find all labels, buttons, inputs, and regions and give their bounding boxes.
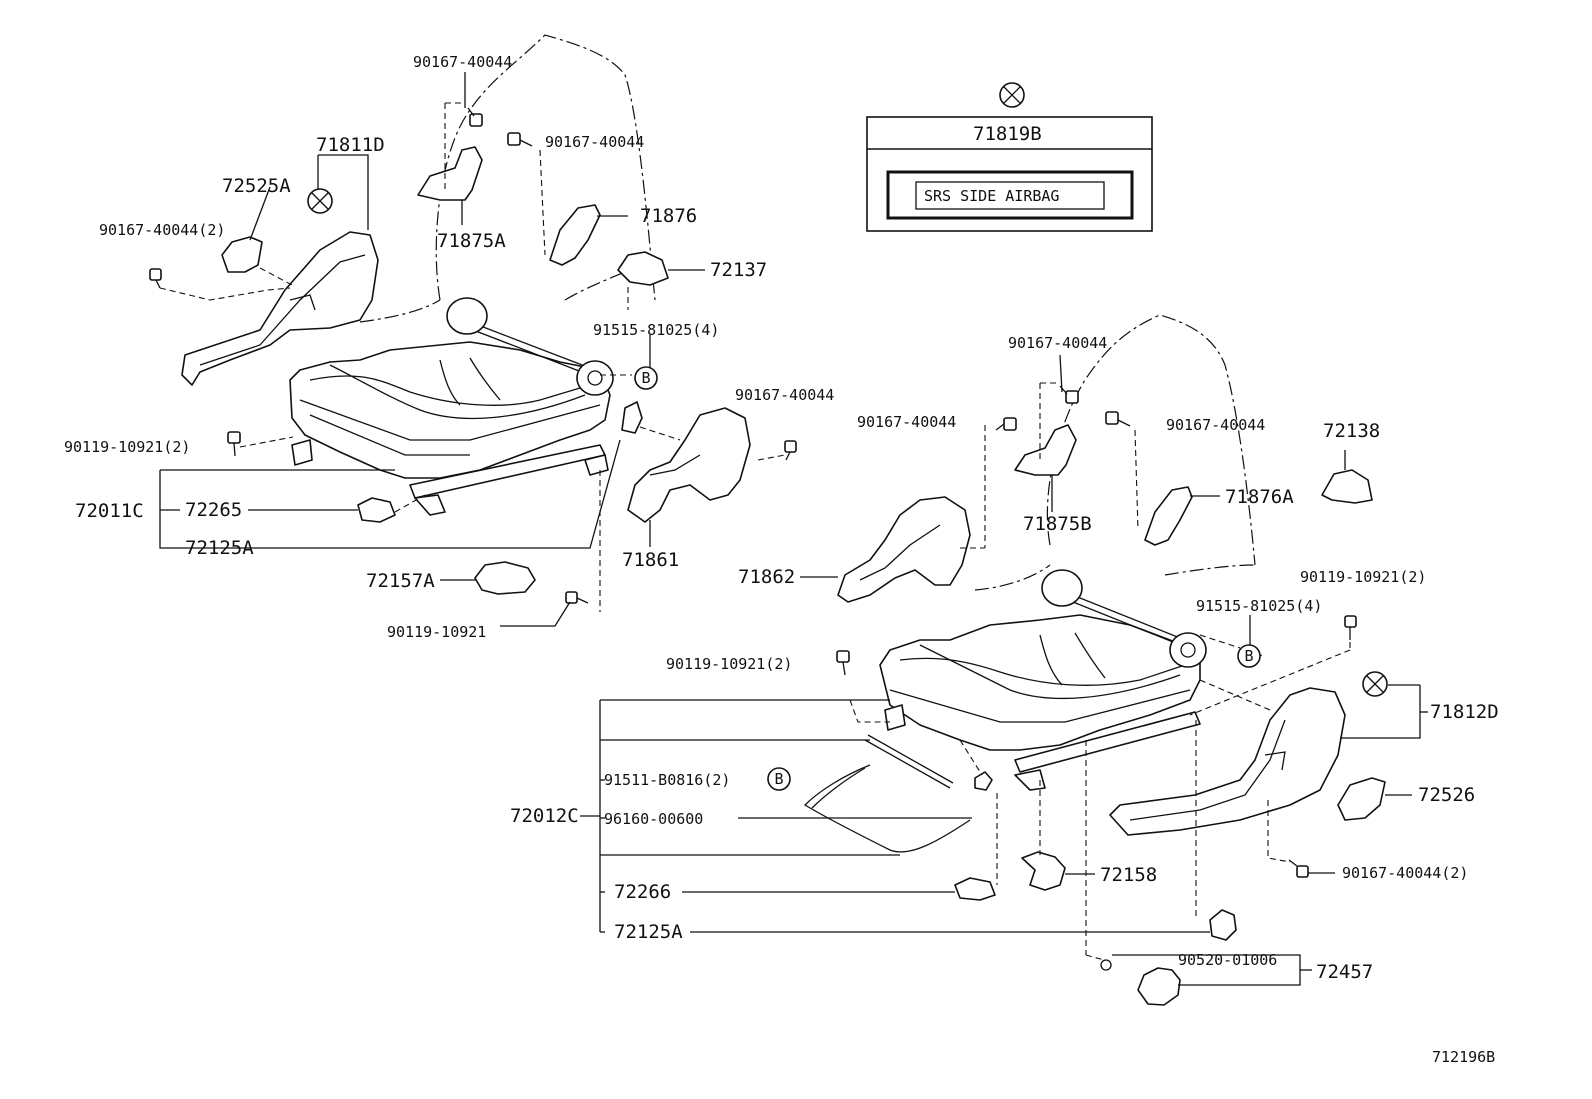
callout-91511-B0816-2: 91511-B0816(2) xyxy=(604,771,730,789)
callout-71876: 71876 xyxy=(640,205,697,227)
callout-72012C: 72012C xyxy=(510,805,579,827)
inner-shield-71862 xyxy=(837,496,971,603)
bolt-icon xyxy=(1344,615,1357,640)
callout-90167-40044: 90167-40044 xyxy=(735,386,834,404)
callout-90167-40044: 90167-40044 xyxy=(1008,334,1107,352)
cover-72525A xyxy=(221,236,263,273)
figure-id: 712196B xyxy=(1432,1048,1495,1066)
wire-96160-00600 xyxy=(803,764,971,853)
callout-72266: 72266 xyxy=(614,881,671,903)
left-leader-lines xyxy=(159,72,786,627)
callout-96160-00600: 96160-00600 xyxy=(604,810,703,828)
callout-90167-40044: 90167-40044 xyxy=(1166,416,1265,434)
callout-90119-10921-2: 90119-10921(2) xyxy=(64,438,190,456)
callout-72158: 72158 xyxy=(1100,864,1157,886)
callout-71862: 71862 xyxy=(738,566,795,588)
ref-b-marker: B xyxy=(767,767,791,791)
airbag-label-text: SRS SIDE AIRBAG xyxy=(924,187,1059,205)
callout-72525A: 72525A xyxy=(222,175,291,197)
bolt-icon xyxy=(1105,411,1131,427)
right-seat-assembly xyxy=(803,314,1386,1006)
cover-72138 xyxy=(1321,469,1373,504)
callout-71875A: 71875A xyxy=(437,230,506,252)
callout-90167-40044: 90167-40044 xyxy=(857,413,956,431)
left-seat-assembly xyxy=(149,34,797,604)
callout-90119-10921-2: 90119-10921(2) xyxy=(1300,568,1426,586)
bolt-icon xyxy=(995,417,1017,431)
bracket-71875B xyxy=(1014,424,1077,476)
bolt-icon xyxy=(1288,859,1309,878)
bracket-71875A xyxy=(417,146,483,201)
svg-text:B: B xyxy=(641,369,650,387)
callout-72457: 72457 xyxy=(1316,961,1373,983)
airbag-label-box xyxy=(866,116,1153,232)
callout-72125A: 72125A xyxy=(614,921,683,943)
switch-72266 xyxy=(954,877,996,901)
left-seatback-outline xyxy=(435,34,656,301)
switch-72265 xyxy=(357,497,396,523)
callout-90119-10921: 90119-10921 xyxy=(387,623,486,641)
outer-shield-71811D xyxy=(181,231,379,386)
right-leader-lines xyxy=(580,354,1428,986)
bolt-icon xyxy=(149,268,162,289)
bolt-icon xyxy=(467,107,483,127)
svg-text:B: B xyxy=(1244,647,1253,665)
left-seat-frame xyxy=(289,341,611,479)
callout-71812D: 71812D xyxy=(1430,701,1499,723)
svg-text:B: B xyxy=(774,770,783,788)
cover-72157A xyxy=(474,561,536,595)
callout-72125A: 72125A xyxy=(185,537,254,559)
bolt-icon xyxy=(227,431,241,457)
ref-b-marker: B xyxy=(1237,644,1261,668)
ref-b-marker: B xyxy=(634,366,658,390)
callout-72157A: 72157A xyxy=(366,570,435,592)
cover-72158 xyxy=(1021,851,1066,891)
outer-shield-71812D xyxy=(1109,687,1346,836)
callout-71811D: 71811D xyxy=(316,134,385,156)
callout-71861: 71861 xyxy=(622,549,679,571)
callout-71819B: 71819B xyxy=(973,123,1042,145)
callout-91515-81025-4: 91515-81025(4) xyxy=(593,321,719,339)
callout-90167-40044: 90167-40044 xyxy=(545,133,644,151)
cover-71876A xyxy=(1144,486,1193,546)
cover-72526 xyxy=(1337,777,1386,821)
cover-71876 xyxy=(549,204,601,266)
bolt-icon xyxy=(507,132,533,147)
callout-71876A: 71876A xyxy=(1225,486,1294,508)
callout-71875B: 71875B xyxy=(1023,513,1092,535)
callout-72011C: 72011C xyxy=(75,500,144,522)
callout-90520-01006: 90520-01006 xyxy=(1178,951,1277,969)
bolt-icon xyxy=(836,650,850,676)
callout-72265: 72265 xyxy=(185,499,242,521)
bolt-icon xyxy=(784,440,797,461)
cover-72137 xyxy=(617,251,669,286)
inner-cover-71861 xyxy=(627,407,751,523)
bolt-icon xyxy=(1059,385,1079,404)
callout-72526: 72526 xyxy=(1418,784,1475,806)
callout-90167-40044-2: 90167-40044(2) xyxy=(1342,864,1468,882)
callout-91515-81025-4: 91515-81025(4) xyxy=(1196,597,1322,615)
callout-90167-40044: 90167-40044 xyxy=(413,53,512,71)
cross-circle-icon xyxy=(307,188,333,214)
callout-90167-40044-2: 90167-40044(2) xyxy=(99,221,225,239)
cross-circle-icon xyxy=(1362,671,1388,697)
cross-circle-icon xyxy=(999,82,1025,108)
callout-90119-10921-2: 90119-10921(2) xyxy=(666,655,792,673)
callout-72138: 72138 xyxy=(1323,420,1380,442)
callout-72137: 72137 xyxy=(710,259,767,281)
knob-72457 xyxy=(1137,967,1181,1006)
bolt-icon xyxy=(565,591,589,604)
